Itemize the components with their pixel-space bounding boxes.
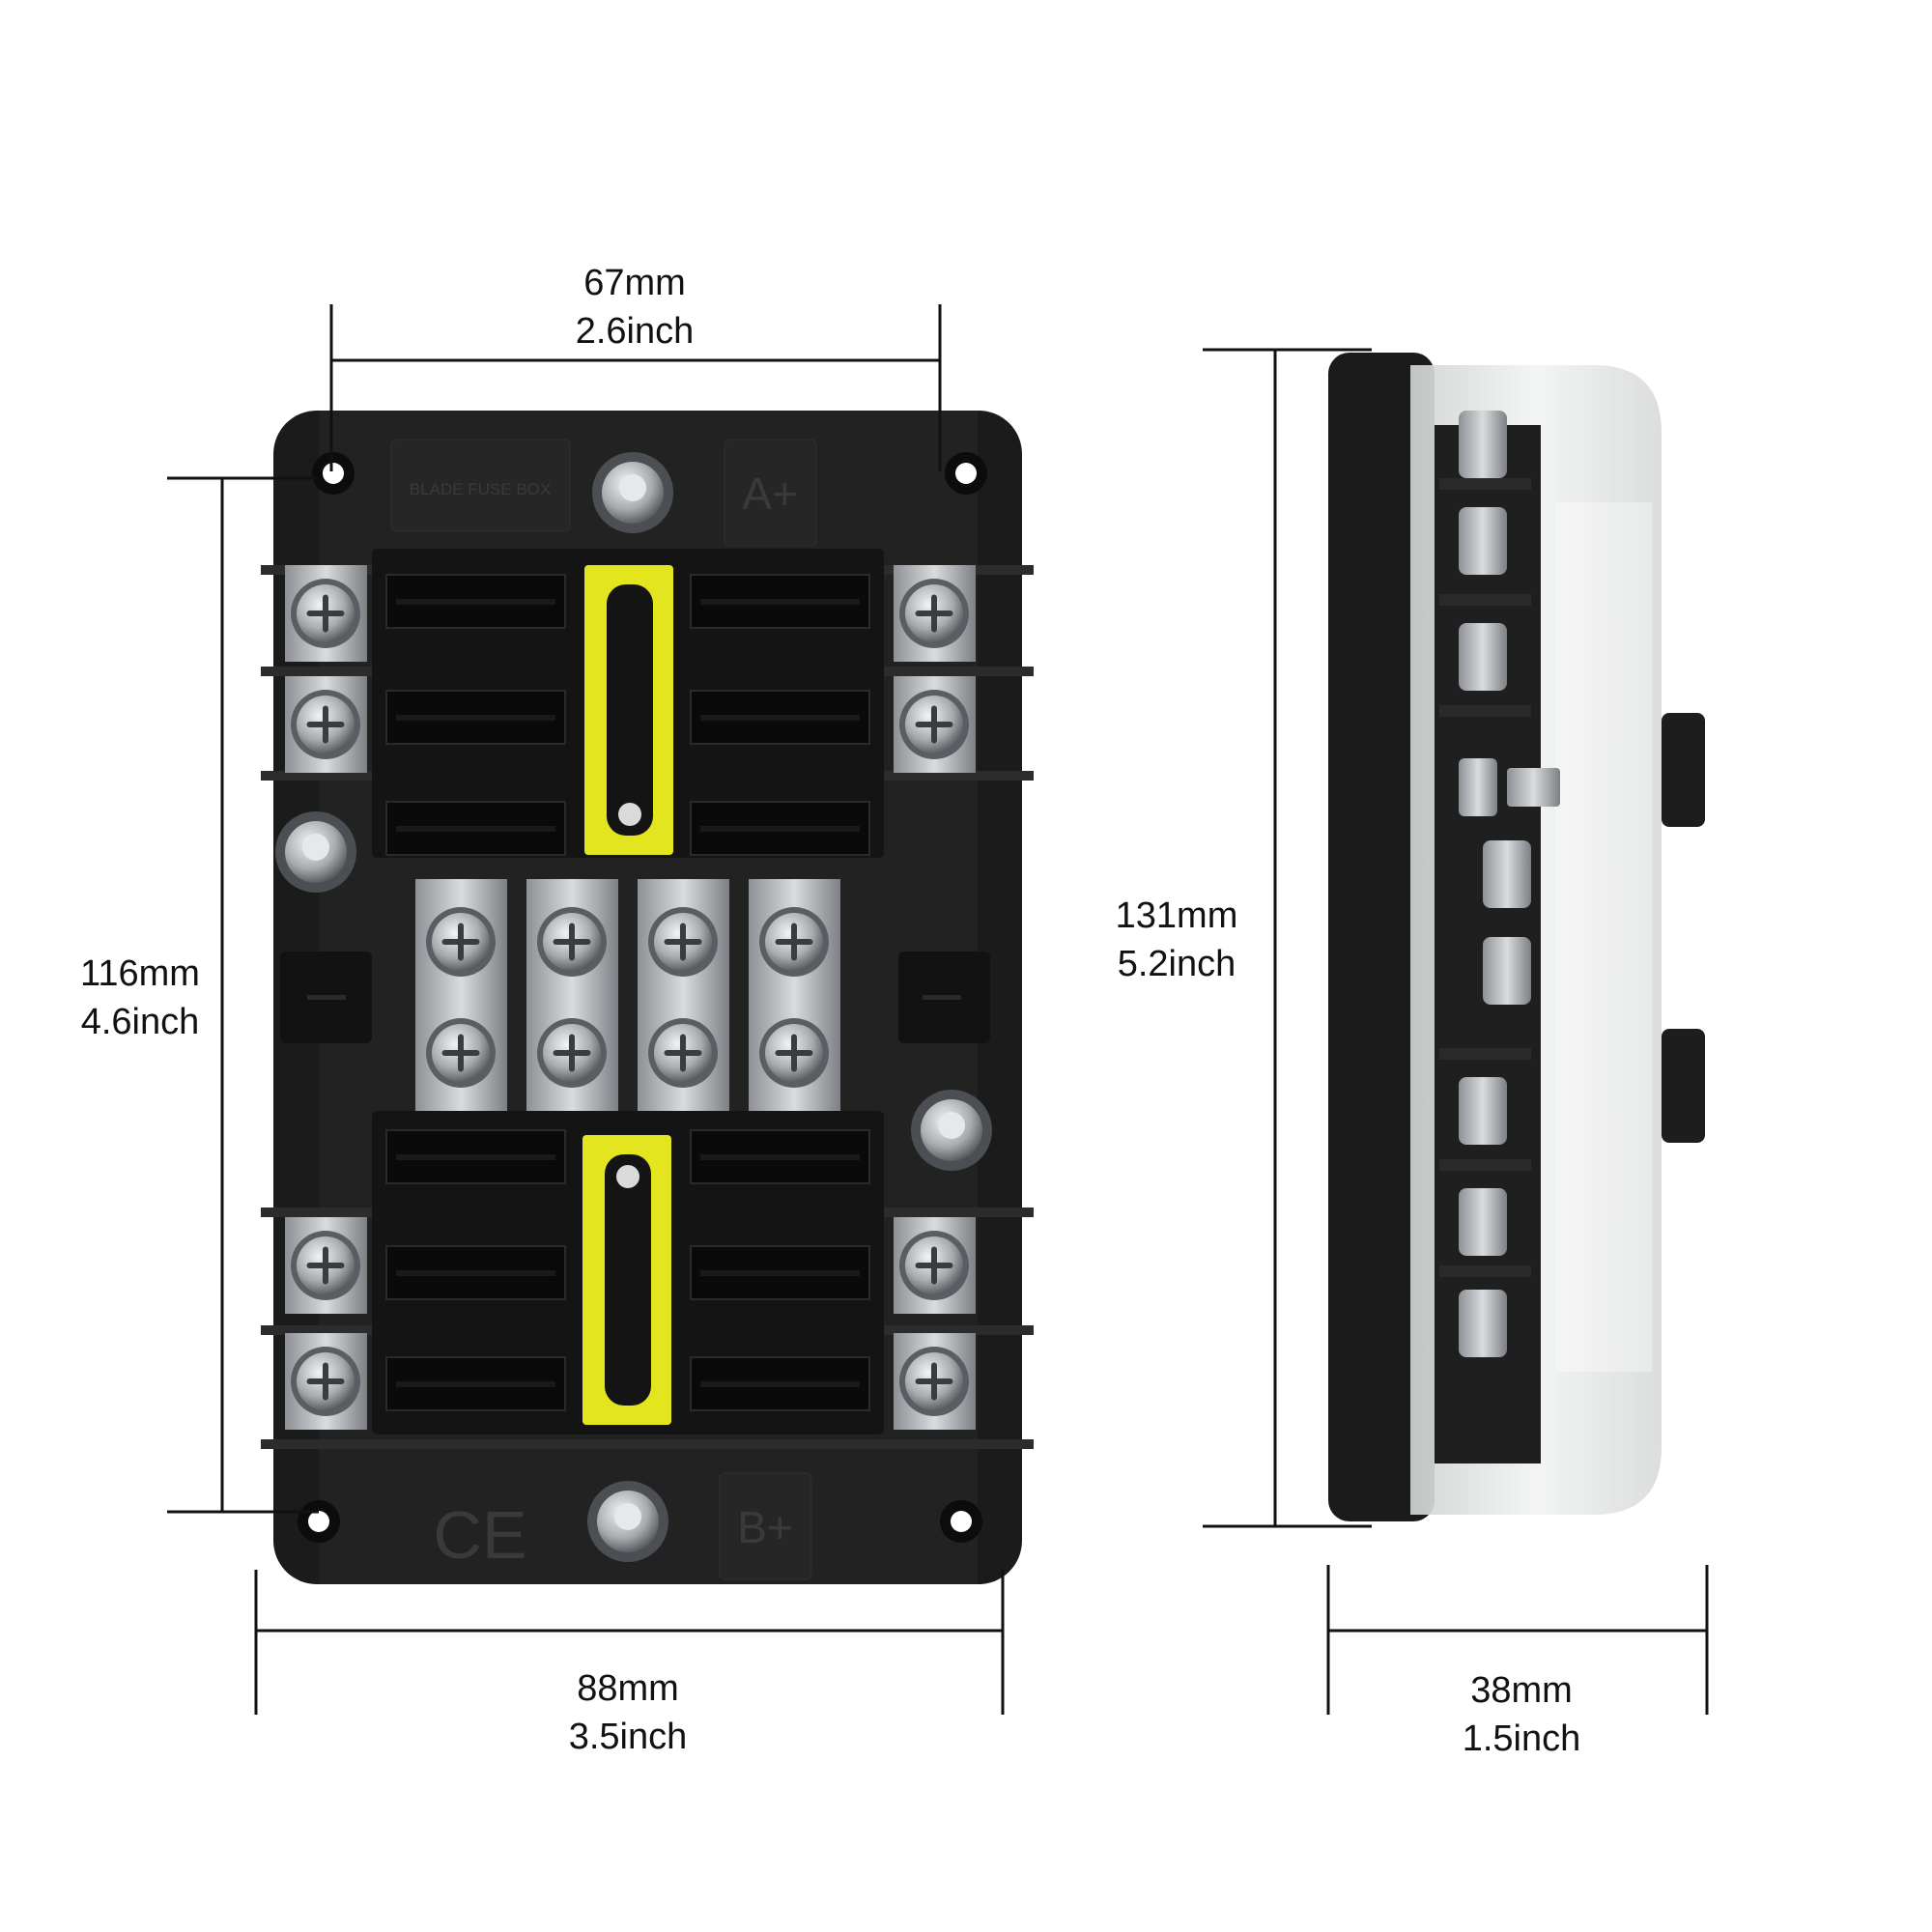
- phillips-screw-icon: [899, 579, 969, 648]
- logo-text: BLADE FUSE BOX: [410, 480, 551, 498]
- ground-stud-icon: [911, 1090, 992, 1171]
- phillips-screw-icon: [291, 579, 360, 648]
- side-stud-icon: [1483, 840, 1531, 908]
- front-view: BLADE FUSE BOX A+ CE B+: [261, 411, 1034, 1584]
- phillips-screw-icon: [899, 1231, 969, 1300]
- top-width-inch: 2.6inch: [576, 311, 695, 352]
- phillips-screw-icon: [291, 1347, 360, 1416]
- mounting-hole-icon: [940, 1500, 982, 1543]
- phillips-screw-icon: [291, 1231, 360, 1300]
- phillips-screw-icon: [899, 1347, 969, 1416]
- side-stud-icon: [1459, 1188, 1507, 1256]
- dimension-labels: 67mm 2.6inch 116mm 4.6inch 88mm 3.5inch …: [80, 263, 1580, 1759]
- b-plus-label: B+: [737, 1502, 793, 1552]
- phillips-screw-icon: [426, 907, 496, 977]
- side-height-mm: 131mm: [1116, 895, 1238, 936]
- cover-knob-icon: [1662, 713, 1705, 1143]
- side-stud-icon: [1483, 937, 1531, 1005]
- side-base: [1328, 353, 1435, 1521]
- b-plus-stud-icon: [587, 1481, 668, 1562]
- phillips-screw-icon: [291, 690, 360, 759]
- fuse-puller-top: [584, 565, 673, 855]
- bottom-width-inch: 3.5inch: [569, 1717, 688, 1757]
- logo-plate: [390, 439, 571, 532]
- phillips-screw-icon: [759, 907, 829, 977]
- side-stud-icon: [1459, 507, 1507, 575]
- side-stud-icon: [1459, 623, 1507, 691]
- side-center-stud-icon: [1459, 758, 1560, 816]
- dimension-lines: [167, 304, 1709, 1715]
- mounting-hole-icon: [312, 452, 355, 495]
- phillips-screw-icon: [426, 1018, 496, 1088]
- ce-mark: CE: [433, 1497, 526, 1573]
- a-plus-label: A+: [742, 469, 798, 519]
- top-width-mm: 67mm: [583, 263, 686, 303]
- fuse-puller-bottom: [582, 1135, 671, 1425]
- side-depth-inch: 1.5inch: [1463, 1719, 1581, 1759]
- a-plus-stud-icon: [592, 452, 673, 533]
- side-depth-mm: 38mm: [1470, 1670, 1573, 1711]
- mounting-hole-icon: [298, 1500, 340, 1543]
- side-stud-terminals: [1459, 411, 1531, 1357]
- phillips-screw-icon: [759, 1018, 829, 1088]
- side-height-inch: 5.2inch: [1118, 944, 1236, 984]
- ground-stud-icon: [275, 811, 356, 893]
- side-stud-icon: [1459, 411, 1507, 478]
- phillips-screw-icon: [537, 907, 607, 977]
- left-height-mm: 116mm: [80, 953, 200, 994]
- terminal-screws: [291, 579, 969, 1416]
- phillips-screw-icon: [537, 1018, 607, 1088]
- side-view: [1328, 353, 1705, 1521]
- side-stud-icon: [1459, 1077, 1507, 1145]
- phillips-screw-icon: [648, 907, 718, 977]
- bottom-width-mm: 88mm: [577, 1668, 679, 1709]
- phillips-screw-icon: [648, 1018, 718, 1088]
- left-height-inch: 4.6inch: [81, 1002, 200, 1042]
- mounting-hole-icon: [945, 452, 987, 495]
- side-stud-icon: [1459, 1290, 1507, 1357]
- phillips-screw-icon: [899, 690, 969, 759]
